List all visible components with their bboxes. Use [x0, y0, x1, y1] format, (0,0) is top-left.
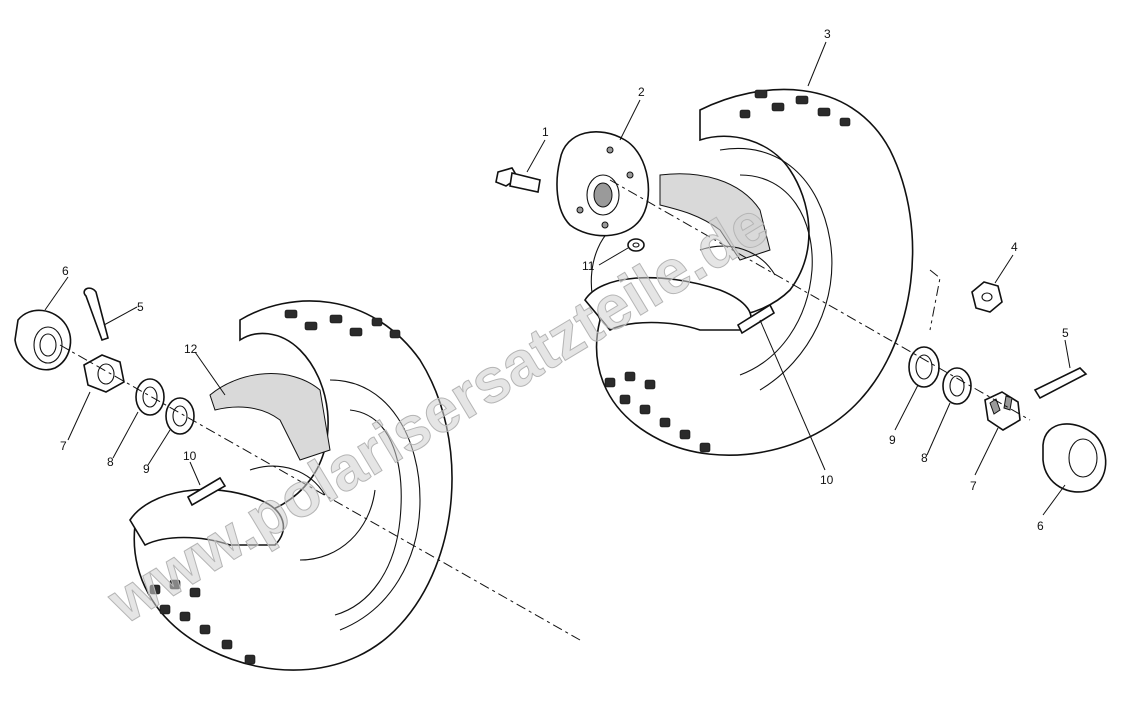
- castle-nut-right: [984, 391, 1021, 431]
- callout-12: 12: [184, 342, 198, 356]
- callout-5-right: 5: [1062, 326, 1069, 340]
- tread-lug: [304, 321, 318, 331]
- hub-cap-right: [1042, 423, 1107, 493]
- washer-8-right: [942, 367, 972, 405]
- tread-lug: [659, 417, 671, 428]
- callout-7-right: 7: [970, 479, 977, 493]
- cotter-pin-right: [1033, 367, 1088, 400]
- washer-9-left: [165, 397, 195, 435]
- tread-lug: [389, 329, 401, 339]
- callout-11: 11: [582, 259, 595, 273]
- callout-10-left: 10: [183, 449, 197, 463]
- tread-lug: [739, 109, 751, 119]
- leader-lines: [44, 41, 1071, 516]
- tread-lug: [244, 654, 256, 665]
- tread-lug: [771, 102, 785, 112]
- callout-2: 2: [638, 85, 645, 99]
- valve-stem-right: [736, 303, 776, 335]
- hub-cap-left: [14, 309, 72, 371]
- assembly-axis-right: [609, 179, 1031, 421]
- cotter-pin-left: [83, 287, 109, 342]
- valve-stem-left: [186, 476, 227, 507]
- right-wheel-assembly: [495, 88, 1107, 493]
- left-wheel-assembly: [14, 287, 581, 671]
- left-rim: [129, 373, 331, 547]
- axis-offset-right: [929, 269, 941, 331]
- callout-6-left: 6: [62, 264, 69, 278]
- callout-9-left: 9: [143, 462, 150, 476]
- tread-lug: [639, 404, 651, 415]
- tread-lug: [371, 317, 383, 327]
- left-tire: [133, 300, 453, 671]
- tread-lug: [189, 587, 201, 598]
- callout-10-right: 10: [820, 473, 834, 487]
- assembly-axis-left: [59, 344, 581, 641]
- tread-lug: [699, 442, 711, 453]
- tread-lug: [179, 611, 191, 622]
- right-tire: [590, 88, 914, 456]
- tread-lug: [159, 604, 171, 615]
- hub: [556, 131, 650, 237]
- tread-lug: [619, 394, 631, 405]
- wheel-nut: [971, 281, 1003, 313]
- callout-labels: 1 2 3 4 5 11 10 9 8 7 6 6 5 12 7 8 9 10: [60, 27, 1069, 533]
- callout-6-right: 6: [1037, 519, 1044, 533]
- tread-lug: [795, 95, 809, 105]
- tread-lug: [199, 624, 211, 635]
- tread-lug: [604, 377, 616, 388]
- washer-8-left: [135, 378, 165, 416]
- tread-lug: [169, 579, 181, 590]
- washer-11: [627, 238, 645, 252]
- callout-8-left: 8: [107, 455, 114, 469]
- callout-8-right: 8: [921, 451, 928, 465]
- tread-lug: [149, 584, 161, 595]
- right-rim: [584, 173, 776, 331]
- callout-3: 3: [824, 27, 831, 41]
- tread-lug: [624, 371, 636, 382]
- tread-lug: [754, 89, 768, 99]
- tread-lug: [349, 327, 363, 337]
- tread-lug: [221, 639, 233, 650]
- callout-9-right: 9: [889, 433, 896, 447]
- callout-5-left: 5: [137, 300, 144, 314]
- tread-lug: [284, 309, 298, 319]
- tread-lug: [817, 107, 831, 117]
- callout-1: 1: [542, 125, 549, 139]
- washer-9-right: [908, 346, 940, 388]
- tread-lug: [329, 314, 343, 324]
- tread-lug: [679, 429, 691, 440]
- lug-bolt: [495, 167, 541, 193]
- castle-nut-left: [83, 354, 125, 393]
- tread-lug: [644, 379, 656, 390]
- tread-lug: [839, 117, 851, 127]
- callout-4: 4: [1011, 240, 1018, 254]
- callout-7-left: 7: [60, 439, 67, 453]
